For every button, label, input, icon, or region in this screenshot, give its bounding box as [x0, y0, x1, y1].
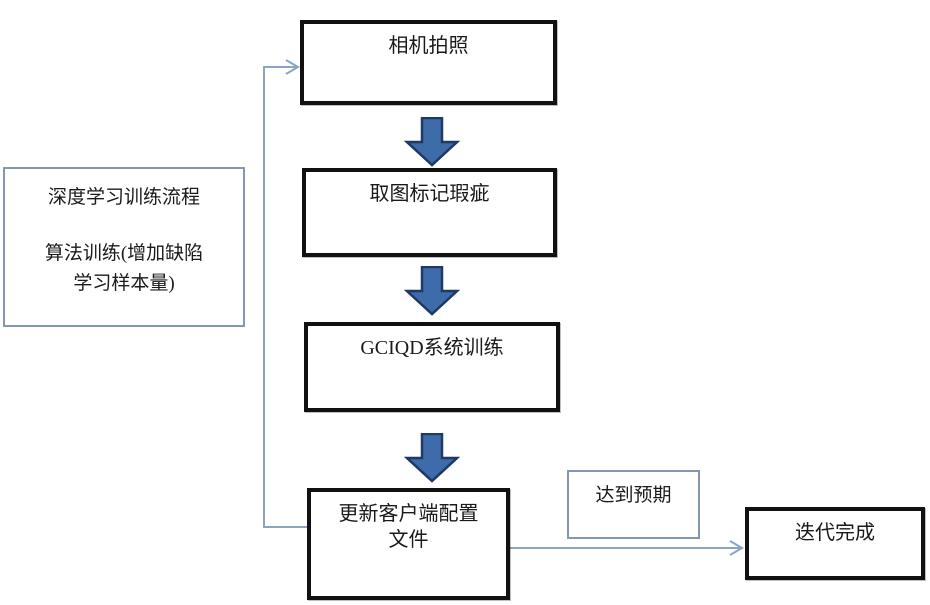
result-iteration-complete-box: 迭代完成 [745, 507, 925, 580]
step-update-client-config-label-line1: 更新客户端配置 [338, 503, 479, 525]
feedback-connector-line [263, 59, 311, 528]
down-block-arrow-icon [404, 117, 460, 167]
step-system-training-label: GCIQD系统训练 [360, 337, 504, 359]
step-update-client-config-box: 更新客户端配置 文件 [307, 488, 510, 600]
step-mark-defects-label: 取图标记瑕疵 [369, 183, 490, 205]
info-box-subtitle-line2: 学习样本量) [73, 273, 175, 294]
result-iteration-complete-label: 迭代完成 [795, 522, 875, 544]
step-camera-capture-label: 相机拍照 [388, 35, 469, 57]
info-box: 深度学习训练流程 算法训练(增加缺陷 学习样本量) [3, 167, 245, 327]
down-block-arrow-icon [404, 433, 460, 483]
step-mark-defects-box: 取图标记瑕疵 [302, 168, 557, 257]
step-camera-capture-box: 相机拍照 [300, 20, 557, 105]
down-block-arrow-icon [404, 266, 460, 316]
condition-expectation-box: 达到预期 [567, 470, 700, 539]
step-update-client-config-label-line2: 文件 [388, 529, 429, 551]
condition-expectation-label: 达到预期 [595, 485, 672, 506]
info-box-subtitle-line1: 算法训练(增加缺陷 [44, 243, 204, 264]
step-system-training-box: GCIQD系统训练 [304, 322, 560, 412]
result-connector-line [508, 540, 744, 556]
info-box-title: 深度学习训练流程 [47, 187, 200, 208]
